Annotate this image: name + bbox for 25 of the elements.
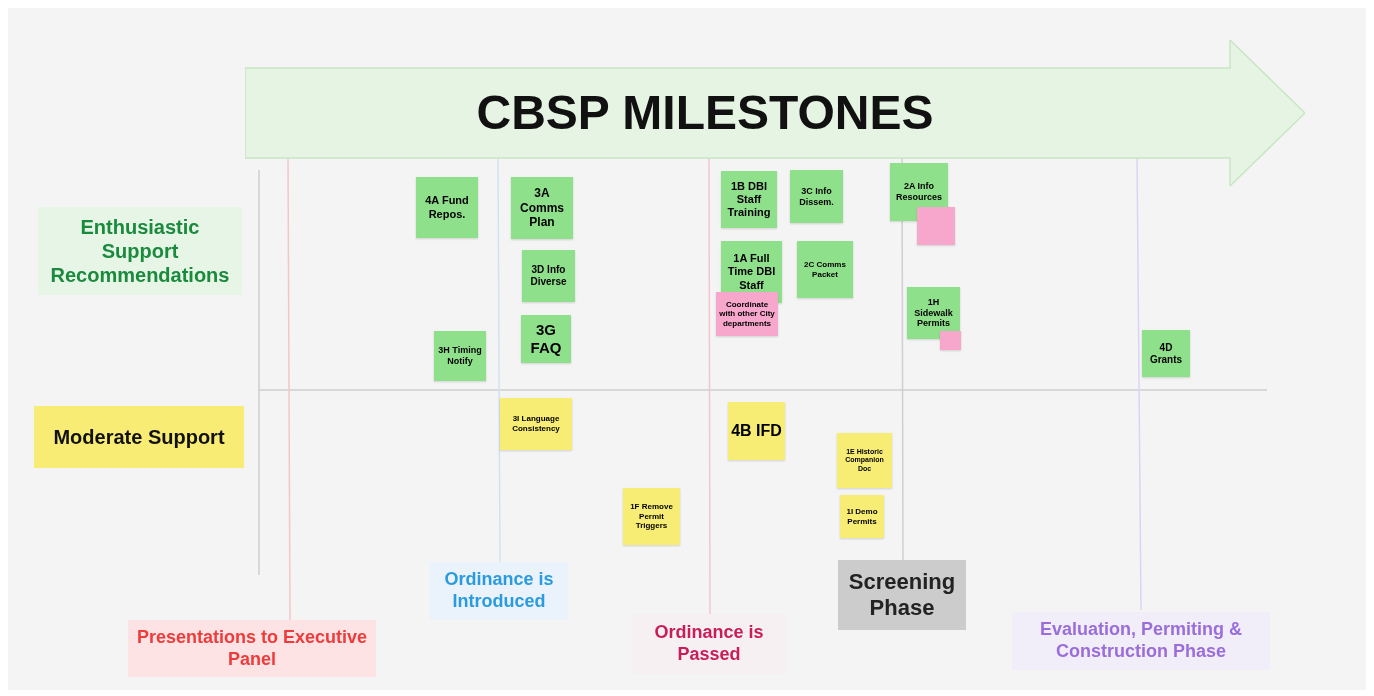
- sticky-note: 1B DBI Staff Training: [721, 171, 777, 228]
- sticky-note: 4B IFD: [728, 402, 785, 460]
- arrow-title: CBSP MILESTONES: [476, 85, 934, 142]
- sticky-note: [917, 207, 955, 245]
- sticky-note: 3G FAQ: [521, 315, 571, 363]
- sticky-note: 2C Comms Packet: [797, 241, 853, 298]
- sticky-note: [940, 331, 961, 350]
- milestone-label: Evaluation, Permiting & Construction Phase: [1012, 612, 1270, 670]
- sticky-note: 3D Info Diverse: [522, 250, 575, 302]
- milestone-label: Screening Phase: [838, 560, 966, 630]
- sticky-note: 1I Demo Permits: [840, 495, 884, 538]
- sticky-note: 3C Info Dissem.: [790, 170, 843, 223]
- row-label: Moderate Support: [34, 406, 244, 468]
- sticky-note: 3I Language Consistency: [500, 398, 572, 450]
- sticky-note: 4A Fund Repos.: [416, 177, 478, 238]
- sticky-note: 1H Sidewalk Permits: [907, 287, 960, 339]
- sticky-note: 4D Grants: [1142, 330, 1190, 377]
- milestone-label: Presentations to Executive Panel: [128, 620, 376, 677]
- sticky-note: 3A Comms Plan: [511, 177, 573, 239]
- sticky-note: 3H Timing Notify: [434, 331, 486, 381]
- sticky-note: Coordinate with other City departments: [716, 292, 778, 336]
- row-label: Enthusiastic Support Recommendations: [38, 207, 242, 295]
- milestone-label: Ordinance is Passed: [632, 614, 786, 674]
- sticky-note: 1F Remove Permit Triggers: [623, 488, 680, 545]
- milestone-label: Ordinance is Introduced: [430, 562, 568, 620]
